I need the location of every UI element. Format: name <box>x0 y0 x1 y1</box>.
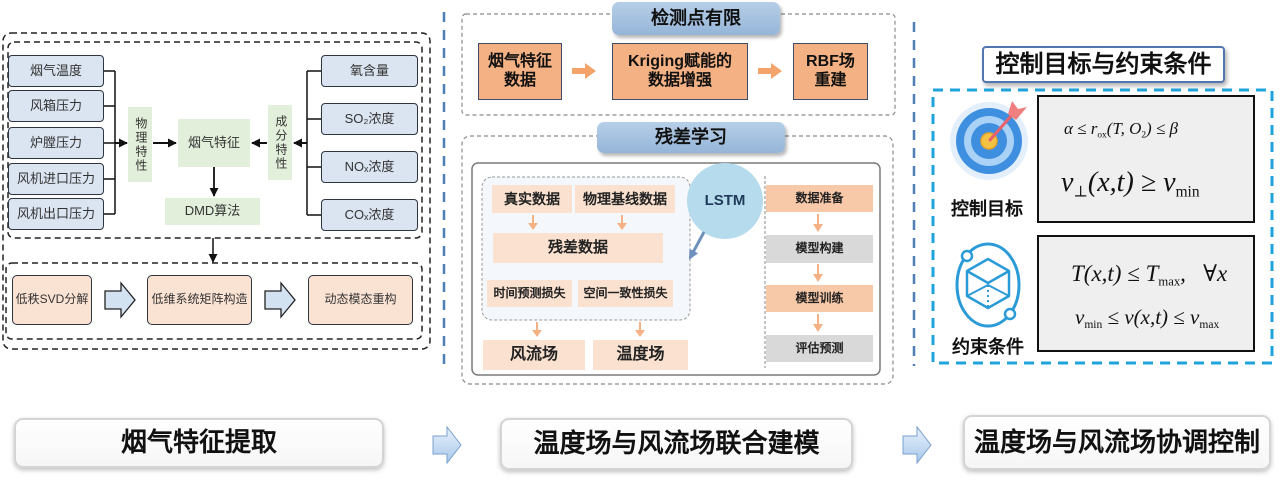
wind-field-output: 风流场 <box>483 340 585 370</box>
control-section-title: 控制目标与约束条件 <box>982 46 1225 83</box>
block-arrow-right-icon <box>104 281 136 319</box>
real-data-box: 真实数据 <box>492 185 572 213</box>
box-line: 烟气特征 <box>487 53 552 71</box>
residual-learning-header: 残差学习 <box>597 122 785 153</box>
composition-bracket <box>306 70 321 216</box>
workflow-step-data-prep: 数据准备 <box>766 185 873 212</box>
workflow-step-model-build: 模型构建 <box>766 235 873 263</box>
composition-input-box: 氧含量 <box>321 55 418 87</box>
formula-part: ≤ v(x,t) ≤ v <box>1102 305 1200 329</box>
stage-coordinated-control: 温度场与风流场协调控制 <box>963 415 1271 470</box>
feature-dashed-frame <box>7 41 423 239</box>
box-line: 数据增强 <box>647 71 712 89</box>
flue-gas-feature-box: 烟气特征 <box>178 119 250 167</box>
lstm-label: LSTM <box>704 192 746 210</box>
temperature-field-output: 温度场 <box>593 340 688 370</box>
physical-input-box: 炉膛压力 <box>8 127 104 159</box>
formula-part: (x,t) ≥ v <box>1087 167 1176 198</box>
box-line: Kriging赋能的 <box>628 53 732 71</box>
down-arrow-icon <box>813 314 823 332</box>
constraint-formula-box: T(x,t) ≤ Tmax, ∀x vmin ≤ v(x,t) ≤ vmax <box>1037 235 1255 352</box>
box-line: RBF场 <box>806 53 855 71</box>
lstm-circle <box>687 163 763 239</box>
formula-part: (T, O <box>1106 119 1142 138</box>
orange-arrow-icon <box>572 63 596 79</box>
residual-data-box: 残差数据 <box>493 233 663 263</box>
block-arrow-right-icon <box>264 281 296 319</box>
physics-baseline-box: 物理基线数据 <box>575 185 675 213</box>
formula-subscript: min <box>1084 319 1103 332</box>
formula-subscript: min <box>1175 183 1200 201</box>
stage-joint-modeling: 温度场与风流场联合建模 <box>500 418 853 470</box>
flue-gas-data-box: 烟气特征 数据 <box>478 43 562 100</box>
physical-bracket <box>104 70 116 215</box>
pipeline-step-reconstruction: 动态模态重构 <box>308 275 413 325</box>
target-icon <box>950 101 1028 180</box>
feature-extraction-outer-frame <box>2 32 431 350</box>
physical-input-box: 烟气温度 <box>8 55 104 87</box>
lstm-to-residual-arrow <box>688 231 706 260</box>
constraint-label: 约束条件 <box>952 336 1024 357</box>
workflow-step-evaluation: 评估预测 <box>766 335 873 362</box>
box-line: 重建 <box>814 71 847 89</box>
control-objective-label: 控制目标 <box>951 198 1023 219</box>
oxygen-ratio-formula: α ≤ rox(T, O2) ≤ β <box>1064 119 1178 140</box>
formula-subscript: 2 <box>1141 130 1147 141</box>
objective-formula-box: α ≤ rox(T, O2) ≤ β v⊥(x,t) ≥ vmin <box>1037 95 1255 223</box>
formula-part: T(x,t) ≤ T <box>1071 261 1159 286</box>
formula-subscript: ⊥ <box>1073 183 1088 201</box>
formula-part: v <box>1061 167 1074 198</box>
box-line: 数据 <box>503 71 536 89</box>
pipeline-dashed-frame <box>5 262 423 340</box>
formula-subscript: max <box>1158 274 1181 289</box>
stage-arrow-icon <box>902 425 932 465</box>
normal-velocity-formula: v⊥(x,t) ≥ vmin <box>1061 167 1200 201</box>
rbf-reconstruction-box: RBF场 重建 <box>793 43 868 100</box>
formula-part: v <box>1075 305 1085 329</box>
temperature-limit-formula: T(x,t) ≤ Tmax, ∀x <box>1071 261 1227 289</box>
down-arrow-icon <box>813 214 823 232</box>
temporal-loss-box: 时间预测损失 <box>487 280 572 307</box>
physical-input-box: 风箱压力 <box>8 90 104 122</box>
formula-part: α ≤ r <box>1064 119 1098 138</box>
pipeline-step-matrix: 低维系统矩阵构造 <box>147 275 252 325</box>
physical-input-box: 风机进口压力 <box>8 163 104 195</box>
small-down-arrows <box>528 214 823 337</box>
dmd-algorithm-box: DMD算法 <box>165 198 260 225</box>
workflow-step-training: 模型训练 <box>766 285 873 312</box>
formula-part: , ∀x <box>1180 261 1228 286</box>
spatial-loss-box: 空间一致性损失 <box>578 280 673 307</box>
kriging-augmentation-box: Kriging赋能的 数据增强 <box>612 43 748 100</box>
composition-input-box: NOₓ浓度 <box>321 151 418 183</box>
orange-arrow-icon <box>758 63 782 79</box>
formula-subscript: ox <box>1097 130 1107 141</box>
down-arrow-icon <box>532 322 542 337</box>
velocity-range-formula: vmin ≤ v(x,t) ≤ vmax <box>1075 305 1219 331</box>
down-arrow-icon <box>635 322 645 337</box>
down-arrow-icon <box>813 264 823 282</box>
physical-input-box: 风机出口压力 <box>8 198 104 230</box>
cube-icon <box>955 242 1021 328</box>
composition-input-box: COₓ浓度 <box>321 199 418 231</box>
composition-input-box: SO₂浓度 <box>321 103 418 135</box>
formula-subscript: max <box>1199 319 1220 332</box>
sparse-points-header: 检测点有限 <box>612 2 780 35</box>
formula-part: ) ≤ β <box>1146 119 1178 138</box>
stage-feature-extraction: 烟气特征提取 <box>14 418 384 468</box>
composition-characteristics-label: 成分特性 <box>268 105 292 180</box>
pipeline-step-svd: 低秩SVD分解 <box>12 275 92 325</box>
down-arrow-icon <box>528 215 538 230</box>
physical-characteristics-label: 物理特性 <box>128 107 152 182</box>
stage-arrow-icon <box>432 425 462 465</box>
down-arrow-icon <box>617 215 627 230</box>
